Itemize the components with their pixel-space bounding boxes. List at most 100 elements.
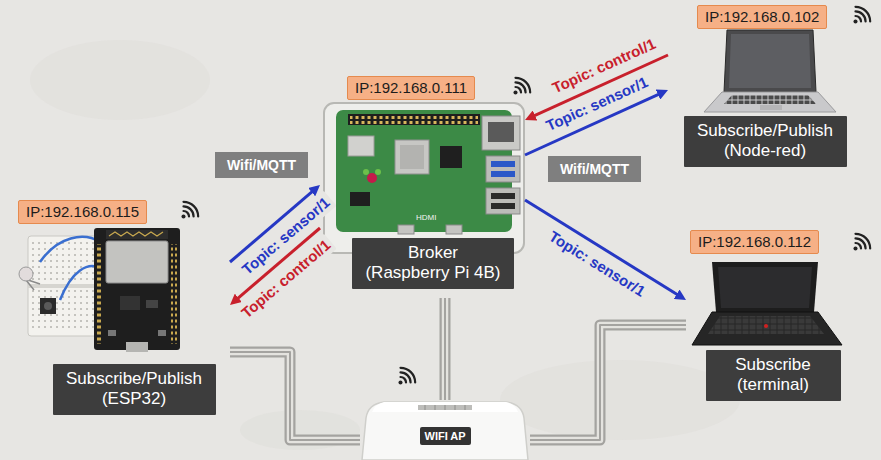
network-cable [230, 352, 360, 440]
wifi-router-part [455, 405, 456, 410]
esp32-breadboard-part [19, 267, 33, 281]
device-name-box: Subscribe/Publish (Node-red) [684, 116, 847, 167]
device-name-box: Broker (Raspberry Pi 4B) [352, 238, 514, 289]
esp32-board-part [171, 244, 177, 344]
raspberry-pi-board-part [348, 136, 374, 156]
raspberry-pi-board-part [363, 169, 369, 175]
raspberry-pi-board-part [400, 145, 424, 169]
esp32-board-part [94, 228, 180, 350]
router-device: WIFI AP [360, 400, 530, 460]
raspberry-pi-board-part [486, 188, 520, 214]
cable-strand [230, 352, 360, 440]
raspberry-pi-board-part [491, 203, 515, 209]
esp32-device: IP:192.168.0.115Subscribe/Publish (ESP32… [15, 196, 230, 420]
raspberry-pi-board-part [486, 156, 520, 182]
cable-strand [530, 325, 686, 440]
cable-strand [442, 298, 449, 400]
protocol-tag: Wifi/MQTT [548, 156, 641, 182]
esp32-board-part [106, 241, 168, 283]
cable-strand [230, 352, 360, 440]
laptop-terminal-part [708, 316, 824, 334]
raspberry-pi-board-part [440, 146, 462, 168]
wifi-router-part [435, 405, 436, 410]
wifi-router-part [425, 405, 426, 410]
raspberry-pi-board-part [488, 122, 514, 142]
raspberry-pi-board-part [395, 140, 429, 174]
esp32-breadboard-part [44, 302, 52, 310]
network-cable [530, 325, 686, 440]
cable-strand [440, 298, 451, 400]
raspberry-pi-board-part [491, 161, 515, 167]
raspberry-pi-board-part [491, 193, 515, 199]
esp32-board-part [108, 330, 116, 336]
protocol-tag: Wifi/MQTT [215, 152, 308, 178]
wifi-icon [181, 7, 870, 385]
laptop-node-red-part [760, 105, 782, 110]
esp32-board-part [120, 296, 140, 310]
raspberry-pi-board-part [446, 225, 462, 234]
laptop-terminal-part [692, 312, 842, 345]
raspberry-pi-board-part [324, 103, 524, 253]
wifi-router-part [372, 402, 518, 412]
laptop-node-red-part [724, 95, 816, 104]
laptop-node-red [704, 30, 836, 112]
wifi-icon-part [181, 202, 198, 219]
esp32-board-part [97, 244, 103, 344]
wifi-icon-part [398, 368, 415, 385]
wifi-router-part [418, 405, 472, 410]
laptop-terminal [692, 262, 842, 345]
laptop-node-red-part [704, 92, 836, 112]
laptop-terminal-part [764, 324, 768, 328]
laptop-terminal-part [718, 267, 812, 308]
wifi-icon-part [853, 234, 870, 251]
cable-strand [530, 325, 686, 440]
esp32-breadboard-part [28, 280, 40, 284]
laptop-device: IP:192.168.0.112Subscribe (terminal) [686, 227, 876, 412]
concrete-ground-part [30, 40, 210, 120]
ip-address-tag: IP:192.168.0.102 [697, 5, 827, 29]
wifi-icon-part [513, 78, 530, 95]
device-name-box: Subscribe/Publish (ESP32) [53, 364, 216, 415]
broker-device: IP:192.168.0.111Broker (Raspberry Pi 4B) [320, 72, 525, 298]
cable-strand [444, 298, 446, 400]
raspberry-pi-board [324, 103, 524, 253]
laptop-node-red-part [729, 34, 811, 88]
wifi-router-part [465, 405, 466, 410]
esp32-board [94, 228, 180, 352]
raspberry-pi-board-part [482, 116, 520, 150]
esp32-breadboard-part [40, 298, 56, 314]
device-label: WIFI AP [420, 427, 471, 445]
ip-address-tag: IP:192.168.0.112 [690, 230, 819, 254]
laptop-terminal-part [712, 262, 818, 312]
raspberry-pi-board-part [348, 114, 480, 125]
wifi-router [362, 402, 528, 460]
laptop-node-red-part [724, 30, 816, 92]
esp32-board-part [146, 300, 158, 308]
laptop-device: IP:192.168.0.102Subscribe/Publish (Node-… [668, 2, 860, 172]
wifi-icon-part [853, 7, 870, 24]
arrow-line [525, 200, 679, 296]
raspberry-pi-board-part [491, 171, 515, 177]
esp32-breadboard-part [40, 237, 100, 262]
ip-address-tag: IP:192.168.0.115 [18, 200, 147, 224]
esp32-board-part [126, 342, 148, 352]
port-marking: HDMI [416, 213, 436, 222]
wifi-router-part [445, 405, 446, 410]
raspberry-pi-board-part [350, 115, 478, 124]
device-name-box: Subscribe (terminal) [706, 350, 841, 401]
mqtt-topic-arrow [525, 200, 679, 296]
raspberry-pi-board-part [398, 225, 414, 234]
wifi-router-part [362, 402, 528, 460]
cable-strand [530, 325, 686, 440]
raspberry-pi-board-part [350, 192, 370, 206]
raspberry-pi-board-part [375, 169, 381, 175]
raspberry-pi-board-part [367, 173, 377, 183]
network-cable [445, 298, 446, 400]
concrete-ground-part [500, 360, 740, 440]
esp32-board-part [158, 330, 166, 336]
esp32-board-part [106, 230, 168, 239]
